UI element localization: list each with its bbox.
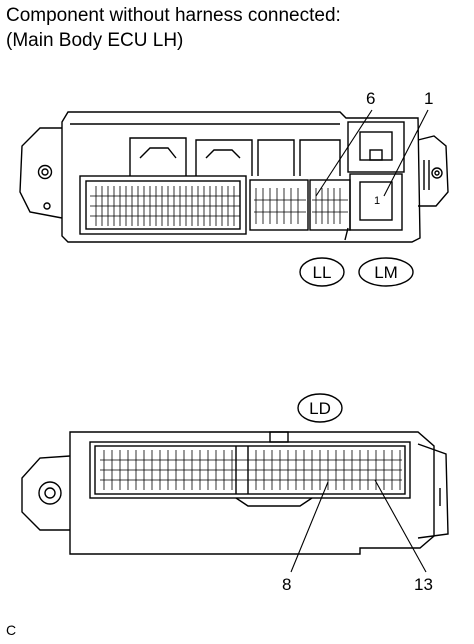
connector-oval-ll — [299, 257, 345, 287]
socket-number: 1 — [374, 195, 380, 207]
pin-label-8: 8 — [282, 575, 291, 594]
connector-code-lm: LM — [374, 263, 398, 282]
leader-line-1 — [383, 109, 429, 197]
pin-label-1: 1 — [424, 89, 433, 108]
connector-oval-ld — [297, 393, 343, 423]
diagram-title-line-2: (Main Body ECU LH) — [6, 30, 184, 51]
upper-pin-grid — [90, 186, 348, 226]
leader-line-13 — [374, 479, 427, 573]
pin-label-6: 6 — [366, 89, 375, 108]
figure-code: C — [6, 622, 17, 638]
leader-line-8 — [290, 481, 329, 573]
connector-code-ll: LL — [313, 263, 332, 282]
connector-oval-lm — [358, 257, 414, 287]
lower-pin-grid — [100, 450, 402, 490]
diagram-title-line-1: Component without harness connected: — [6, 5, 341, 26]
upper-ecu-body — [19, 111, 449, 243]
pin-label-13: 13 — [414, 575, 433, 594]
connector-code-ld: LD — [309, 399, 331, 418]
leader-line-6 — [315, 109, 373, 197]
